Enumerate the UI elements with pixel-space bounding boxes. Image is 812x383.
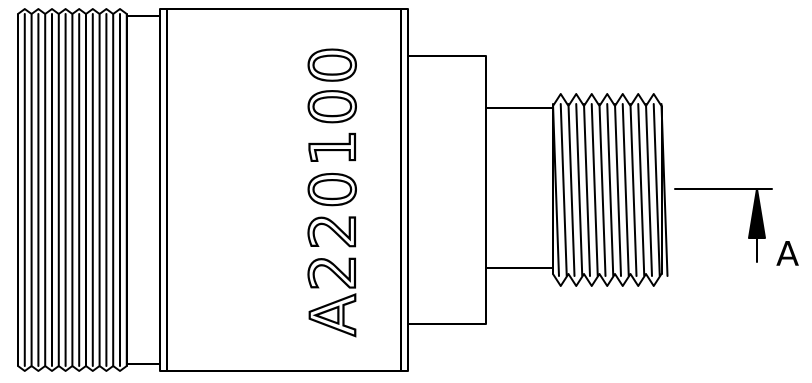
section-label-text: A (776, 235, 799, 275)
small-thread-line (575, 103, 584, 277)
small-thread-top-profile (552, 93, 663, 107)
section-indicator (674, 188, 773, 263)
small-neck (485, 107, 554, 269)
thread-relief-neck (126, 15, 161, 365)
small-thread-bottom-profile (552, 273, 663, 287)
shoulder-step (407, 55, 487, 325)
small-thread-line (652, 103, 661, 277)
large-thread (17, 8, 128, 372)
small-thread-line (559, 103, 568, 277)
small-thread-line (590, 103, 599, 277)
small-thread-crests (552, 93, 663, 287)
small-thread-line (567, 103, 576, 277)
small-thread-line (629, 103, 638, 277)
small-thread-lines (552, 103, 669, 277)
small-thread-line (606, 103, 615, 277)
main-body (159, 8, 409, 372)
small-thread-line (645, 103, 653, 277)
small-thread-line (637, 103, 646, 277)
small-thread-line (621, 103, 630, 277)
small-thread-line (598, 103, 607, 277)
large-thread-lines (17, 13, 128, 367)
small-thread-line (583, 103, 591, 277)
small-thread-line (614, 103, 622, 277)
part-marking-text: A220100 (297, 43, 370, 336)
small-thread (552, 93, 669, 287)
